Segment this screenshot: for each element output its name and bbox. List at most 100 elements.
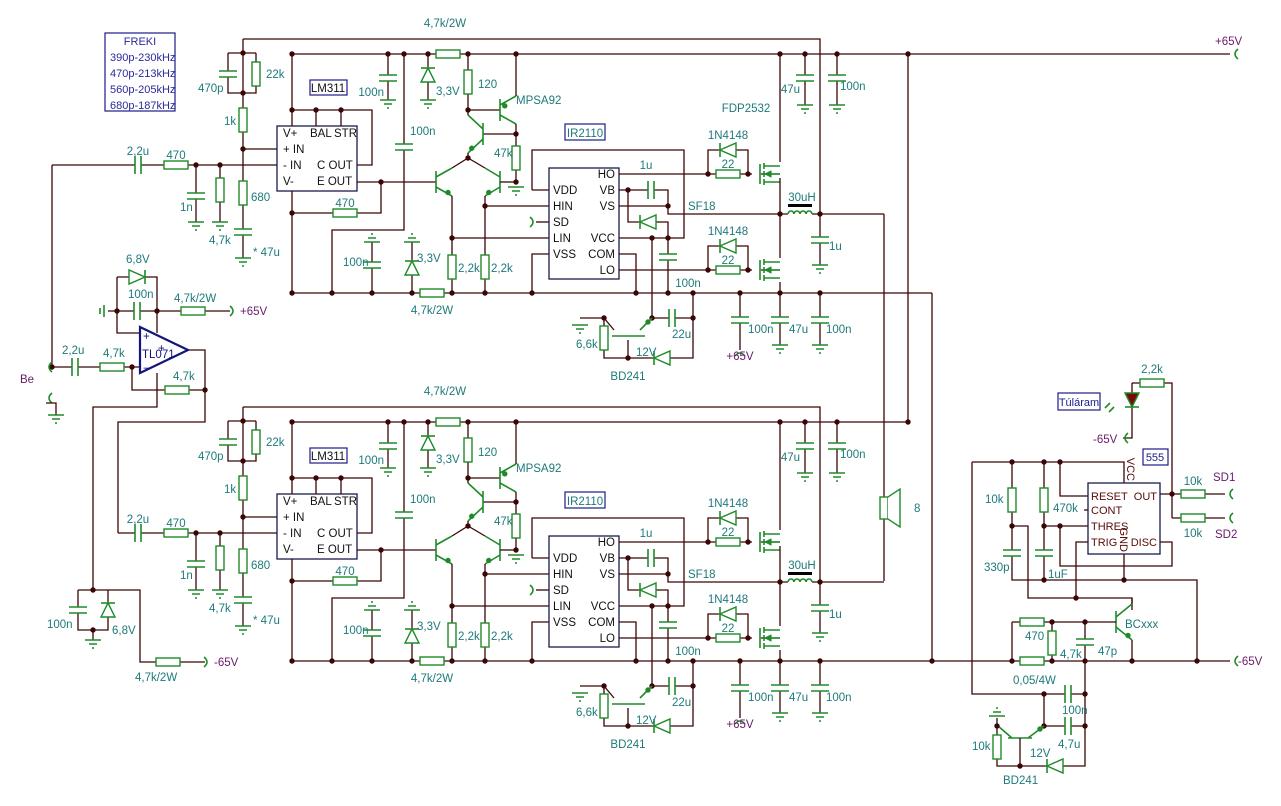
pin-label: VDD <box>553 553 577 565</box>
pin-label: VCC <box>1124 458 1136 481</box>
capacitor <box>731 316 749 324</box>
junction-dot <box>513 51 519 57</box>
component-label: BD241 <box>1003 775 1038 787</box>
component-label: 100n <box>840 449 866 461</box>
component-label: 1uF <box>1048 569 1068 581</box>
resistor <box>238 548 248 574</box>
transistor-icon <box>997 725 1045 739</box>
component-label: 10k <box>985 494 1004 506</box>
component-label: 2,2k <box>1141 364 1163 376</box>
capacitor-gap <box>810 317 830 323</box>
junction-dot <box>289 419 295 425</box>
resistor <box>215 177 225 203</box>
diode-icon <box>718 141 737 159</box>
connector-icon <box>1234 655 1239 667</box>
resistor <box>992 734 1002 760</box>
ground-icon <box>188 589 204 599</box>
capacitor-gap <box>362 262 382 268</box>
component-label: 30uH <box>788 560 816 572</box>
component-label: 10k <box>972 741 991 753</box>
capacitor <box>811 684 829 692</box>
net-label-plus65v: +65V <box>1215 36 1243 48</box>
component-label: BCxxx <box>1125 619 1158 631</box>
pin-label: SD <box>553 217 569 229</box>
component-label: 1u <box>829 241 842 253</box>
capacitor-gap <box>648 548 654 568</box>
component-label: 680 <box>251 192 270 204</box>
component-label: MPSA92 <box>516 95 561 107</box>
component-label: 22u <box>672 697 691 709</box>
resistor <box>1019 656 1045 666</box>
ground-icon <box>508 186 524 196</box>
ground-icon <box>188 221 204 231</box>
lm311-label: LM311 <box>311 83 345 95</box>
pin-label: C OUT <box>317 160 353 172</box>
capacitor-gap <box>378 75 398 81</box>
diode-icon <box>403 259 421 276</box>
connector-icon <box>734 352 746 357</box>
connector-icon <box>529 216 534 228</box>
lm311-ic <box>276 493 358 560</box>
capacitor-gap <box>1002 550 1022 556</box>
transistor-icon <box>499 95 517 125</box>
transistor-arrow <box>445 557 451 564</box>
wire <box>46 402 57 415</box>
component-label: 470 <box>335 566 354 578</box>
component-label: 1N4148 <box>708 594 748 606</box>
capacitor-gap <box>810 685 830 691</box>
ground-icon <box>364 601 380 611</box>
junction-dot <box>745 635 751 641</box>
wire <box>531 253 549 293</box>
ir2110-label-box <box>564 123 606 141</box>
wire <box>292 182 382 214</box>
junction-dot <box>378 547 384 553</box>
component-label: 10k <box>1184 476 1203 488</box>
ground-icon <box>989 707 1005 717</box>
capacitor <box>379 442 397 450</box>
connector-icon <box>1124 432 1129 444</box>
pin-label: VS <box>600 201 616 213</box>
component-label: 100n <box>128 289 154 301</box>
ground-icon <box>48 414 64 424</box>
capacitor-gap <box>658 254 678 260</box>
resistor <box>164 385 190 395</box>
component-label: 22u <box>672 329 691 341</box>
component-label: 1u <box>640 160 653 172</box>
ic555 <box>1087 482 1161 555</box>
transistor-icon <box>612 317 653 337</box>
junction-dot <box>690 658 696 664</box>
lm311-ic <box>276 125 358 192</box>
pin-label: VB <box>600 185 616 197</box>
resistor <box>463 69 473 95</box>
capacitor <box>395 511 413 519</box>
component-label: 2,2k <box>491 263 513 275</box>
pin-label: E OUT <box>317 544 352 556</box>
capacitor-gap <box>186 193 206 199</box>
ground-icon <box>772 344 788 354</box>
ground-icon <box>797 472 813 482</box>
junction-dot <box>1129 658 1135 664</box>
wire <box>580 317 615 331</box>
component-label: 4,7k/2W <box>424 18 466 30</box>
junction-dot <box>665 235 671 241</box>
component-label: SD2 <box>1215 529 1237 541</box>
pin-label: V- <box>283 176 294 188</box>
junction-dot <box>329 290 335 296</box>
component-label: 2,2k <box>458 263 480 275</box>
freki-box <box>104 32 176 112</box>
component-label: 47u <box>789 692 808 704</box>
component-label: 47u <box>789 324 808 336</box>
junction-dot <box>633 658 639 664</box>
capacitor-gap <box>218 439 238 445</box>
capacitor-gap <box>233 229 253 235</box>
transistor-arrow <box>1037 726 1043 732</box>
transistor-arrow <box>469 513 475 519</box>
component-label: 30uH <box>788 192 816 204</box>
resistor <box>447 622 457 648</box>
wire <box>619 253 637 293</box>
wire <box>619 621 637 661</box>
pin-label: CONT <box>1091 505 1122 517</box>
pin-label: VSS <box>553 617 576 629</box>
component-label: 330p <box>984 562 1010 574</box>
